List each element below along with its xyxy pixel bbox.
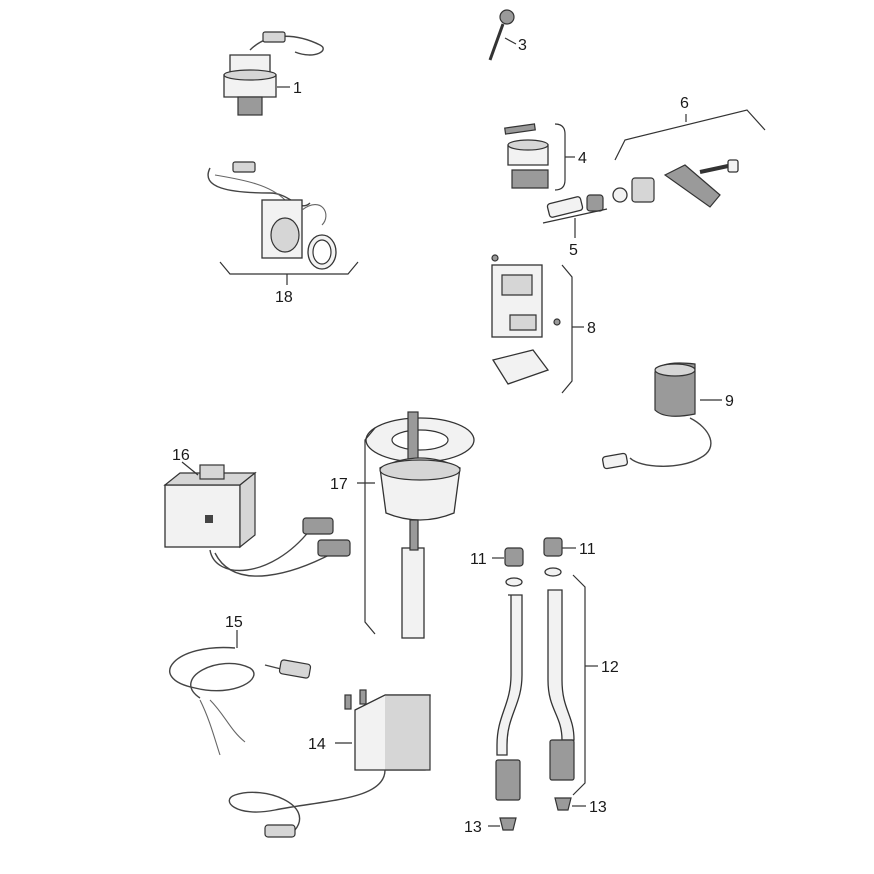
- label-15: 15: [225, 614, 243, 631]
- part-12-hoses: 12: [495, 574, 619, 801]
- part-11-left-nut: 11: [470, 547, 524, 587]
- part-9-battery: 9: [601, 362, 734, 470]
- label-5: 5: [569, 242, 578, 259]
- label-13-right: 13: [589, 799, 607, 816]
- part-13-left-cap: 13: [464, 817, 517, 836]
- part-18-electronics: 18: [207, 161, 359, 306]
- label-18: 18: [275, 289, 293, 306]
- label-11-right: 11: [579, 541, 596, 558]
- part-5-connector: 5: [542, 194, 608, 259]
- part-17-sleeve: 17: [330, 411, 475, 639]
- part-6-lever: 6: [612, 95, 766, 208]
- part-4-cartridge: 4: [504, 123, 587, 191]
- part-11-right-nut: 11: [543, 537, 596, 577]
- label-13-left: 13: [464, 819, 482, 836]
- part-3-pin: 3: [488, 9, 527, 61]
- label-6: 6: [680, 95, 689, 112]
- part-8-bracket: 8: [491, 254, 596, 394]
- label-9: 9: [725, 393, 734, 410]
- label-3: 3: [518, 37, 527, 54]
- label-1: 1: [293, 80, 302, 97]
- part-13-right-cap: 13: [554, 797, 607, 816]
- label-14: 14: [308, 736, 326, 753]
- part-1-solenoid-valve: 1: [223, 31, 324, 116]
- label-11-left: 11: [470, 551, 487, 568]
- label-16: 16: [172, 447, 190, 464]
- label-8: 8: [587, 320, 596, 337]
- part-16-transformer: 16: [163, 447, 351, 577]
- label-17: 17: [330, 476, 348, 493]
- label-4: 4: [578, 150, 587, 167]
- label-12: 12: [601, 659, 619, 676]
- part-15-cable: 15: [169, 614, 312, 756]
- part-14-power-adapter: 14: [228, 689, 431, 838]
